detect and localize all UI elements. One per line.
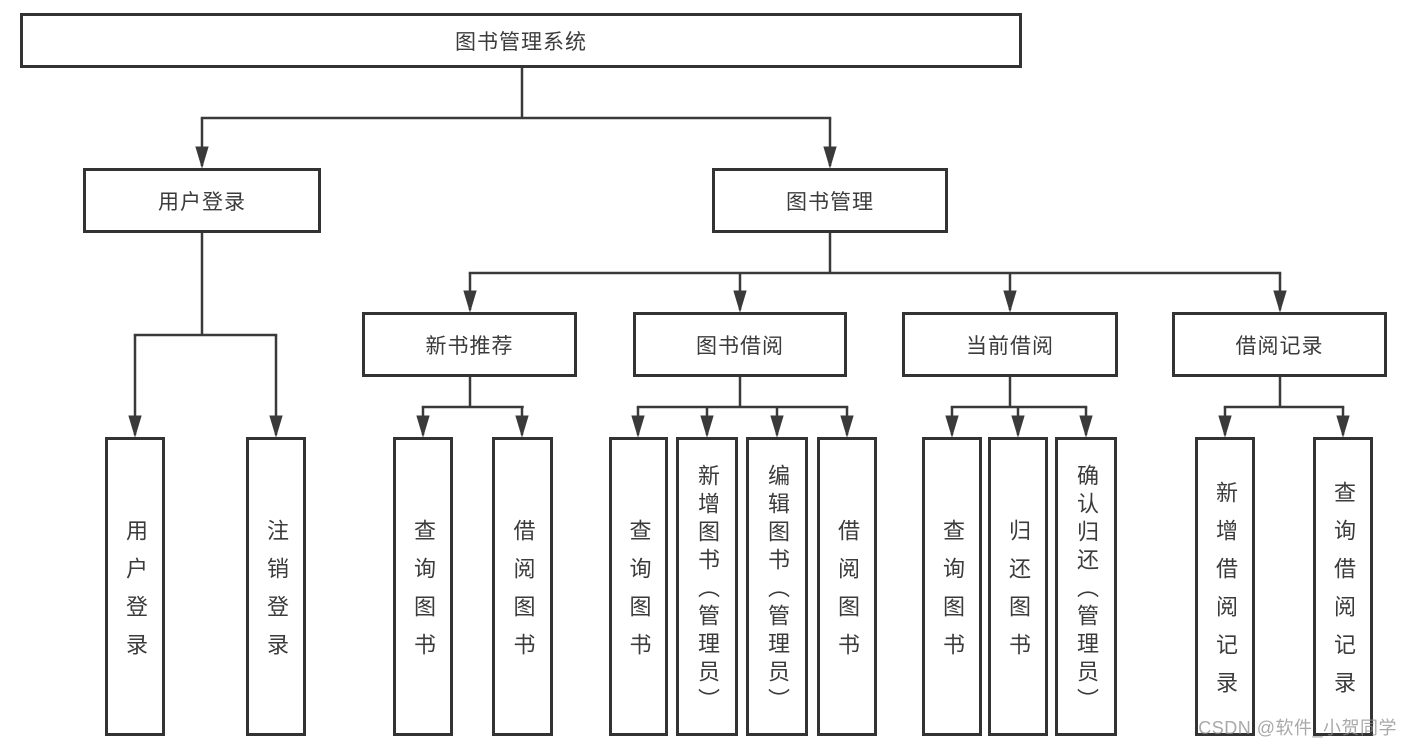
leaf-record-add-record: 新增借阅记录 [1195,437,1255,736]
node-book-borrow-label: 图书借阅 [696,334,784,358]
node-new-book-recommend: 新书推荐 [362,312,577,377]
node-borrow-record-label: 借阅记录 [1235,334,1324,358]
leaf-current-query-books-label: 查询图书 [940,518,965,671]
leaf-newrec-borrow-books: 借阅图书 [492,437,553,736]
node-book-borrow: 图书借阅 [633,312,847,377]
node-book-management: 图书管理 [712,168,948,233]
leaf-borrow-query-books: 查询图书 [609,437,668,736]
node-book-management-label: 图书管理 [786,190,874,214]
leaf-logout: 注销登录 [246,437,306,736]
leaf-current-query-books: 查询图书 [922,437,982,736]
leaf-newrec-query-books-label: 查询图书 [411,518,436,671]
leaf-newrec-query-books: 查询图书 [393,437,453,736]
leaf-borrow-borrow-books: 借阅图书 [817,437,877,736]
node-current-borrow: 当前借阅 [902,312,1118,377]
node-current-borrow-label: 当前借阅 [966,334,1054,358]
node-root: 图书管理系统 [20,13,1022,68]
node-user-login: 用户登录 [83,168,321,233]
leaf-current-return-books-label: 归还图书 [1006,518,1031,671]
leaf-borrow-add-books-admin-label: 新增图书（管理员） [695,463,720,716]
leaf-borrow-edit-books-admin-label: 编辑图书（管理员） [765,463,790,716]
leaf-borrow-query-books-label: 查询图书 [626,518,652,671]
leaf-borrow-borrow-books-label: 借阅图书 [835,518,860,671]
leaf-current-confirm-return-admin-label: 确认归还（管理员） [1074,463,1099,716]
leaf-record-query-record: 查询借阅记录 [1313,437,1373,736]
node-root-label: 图书管理系统 [455,30,587,54]
leaf-borrow-add-books-admin: 新增图书（管理员） [676,437,738,736]
node-borrow-record: 借阅记录 [1172,312,1387,377]
leaf-record-query-record-label: 查询借阅记录 [1331,480,1356,709]
leaf-current-confirm-return-admin: 确认归还（管理员） [1055,437,1117,736]
leaf-user-login: 用户登录 [105,437,165,736]
leaf-current-return-books: 归还图书 [988,437,1048,736]
leaf-borrow-edit-books-admin: 编辑图书（管理员） [746,437,808,736]
leaf-newrec-borrow-books-label: 借阅图书 [510,518,536,671]
node-user-login-label: 用户登录 [158,190,246,214]
leaf-user-login-label: 用户登录 [123,518,148,671]
leaf-record-add-record-label: 新增借阅记录 [1213,480,1238,709]
csdn-watermark: CSDN @软件_小贺同学 [1198,718,1397,738]
leaf-logout-label: 注销登录 [264,518,289,671]
node-new-book-recommend-label: 新书推荐 [425,334,514,358]
